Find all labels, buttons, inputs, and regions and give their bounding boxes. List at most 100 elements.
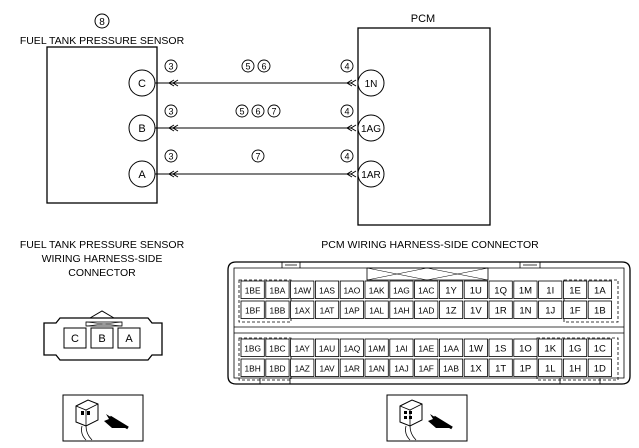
pcm-terminal: 1R (488, 300, 513, 319)
pcm-terminal-cell (314, 338, 340, 357)
pcm-terminal-label: 1AJ (394, 364, 408, 374)
pcm-terminal: 1BF (240, 300, 265, 319)
sensor-connector-caption: FUEL TANK PRESSURE SENSOR WIRING HARNESS… (20, 239, 185, 279)
wire-b-1ag: 3 4 5 6 7 (155, 104, 357, 132)
pcm-terminal-cell (488, 338, 513, 357)
pcm-terminal-label: 1C (594, 344, 606, 355)
pcm-terminal-label: 1AR (344, 364, 360, 374)
pcm-terminal: 1AU (314, 338, 340, 357)
pcm-terminal-label: 1Z (446, 306, 457, 317)
pcm-terminal-cell (463, 338, 488, 357)
pcm-terminal-label: 1W (469, 344, 483, 355)
pcm-pin-label: 1AG (361, 124, 381, 135)
pcm-terminal-cell (339, 358, 364, 377)
pcm-terminal-label: 1H (569, 364, 581, 375)
pcm-terminal: 1W (463, 338, 488, 357)
pcm-terminal: 1AY (290, 338, 315, 357)
pcm-terminal-cell (265, 338, 290, 357)
pcm-terminal-cell (463, 300, 488, 319)
pcm-terminal-cell (240, 338, 265, 357)
pcm-terminal: 1AB (438, 358, 464, 377)
pcm-terminal-cell (414, 338, 439, 357)
pcm-terminal-label: 1AP (344, 306, 360, 316)
pcm-terminal: 1AO (339, 280, 364, 299)
pcm-terminal-cell (240, 300, 265, 319)
pcm-terminal: 1G (563, 338, 588, 357)
pcm-terminal-cell (389, 358, 414, 377)
pcm-terminal: 1AR (339, 358, 364, 377)
pcm-terminal: 1AM (364, 338, 389, 357)
pcm-terminal-label: 1BE (245, 286, 261, 296)
pcm-terminal-label: 1AX (294, 306, 310, 316)
pcm-terminal: 1I (538, 280, 563, 299)
pcm-terminal: 1F (563, 300, 588, 319)
pcm-terminal-cell (265, 280, 290, 299)
pcm-terminal-label: 1Y (445, 286, 457, 297)
pcm-terminal: 1BC (265, 338, 290, 357)
pcm-terminal: 1AP (339, 300, 364, 319)
pcm-terminal-label: 1M (519, 286, 532, 297)
pcm-pin-label: 1AR (361, 170, 380, 181)
pcm-terminal-label: 1AE (418, 344, 434, 354)
sensor-connector-pin: B (98, 333, 105, 345)
pcm-terminal-cell (563, 338, 588, 357)
pcm-pin-1ag: 1AG (357, 114, 385, 142)
pcm-terminal-cell (438, 300, 464, 319)
pcm-terminal-cell (364, 338, 389, 357)
pcm-terminal: 1BE (240, 280, 265, 299)
pcm-terminal-cell (265, 300, 290, 319)
pcm-pin-1n: 1N (357, 69, 385, 97)
wire-right-ref: 4 (344, 107, 349, 117)
pcm-terminal-cell (290, 300, 315, 319)
pcm-pin-1ar: 1AR (357, 160, 385, 188)
wire-c-1n: 3 4 5 6 (155, 59, 357, 87)
pcm-terminal-cell (563, 300, 588, 319)
pcm-terminal-label: 1BD (269, 364, 285, 374)
pcm-terminal: 1AL (364, 300, 389, 319)
pcm-terminal: 1AA (438, 338, 464, 357)
pcm-terminal-label: 1F (570, 306, 581, 317)
pcm-terminal-label: 1E (569, 286, 581, 297)
pcm-terminal-label: 1AH (393, 306, 409, 316)
pcm-connector-caption: PCM WIRING HARNESS-SIDE CONNECTOR (321, 239, 539, 251)
pcm-terminal-cell (587, 300, 612, 319)
pcm-terminal-cell (513, 300, 538, 319)
pcm-pin-label: 1N (365, 79, 378, 90)
pcm-terminal-cell (339, 300, 364, 319)
pcm-terminal-label: 1J (545, 306, 555, 317)
pcm-terminal-cell (314, 358, 340, 377)
sensor-pin-label: B (138, 123, 145, 135)
pcm-terminal-cell (587, 358, 612, 377)
pcm-terminal-label: 1T (495, 364, 506, 375)
pcm-terminal: 1P (513, 358, 538, 377)
pcm-terminal-cell (389, 338, 414, 357)
pcm-terminal-label: 1AN (369, 364, 385, 374)
pcm-terminal: 1AQ (339, 338, 364, 357)
pcm-terminal-cell (314, 300, 340, 319)
wire-right-ref: 4 (344, 152, 349, 162)
connector-arrow-icon (168, 170, 179, 178)
pcm-terminal-label: 1AD (418, 306, 434, 316)
wire-left-ref: 3 (168, 62, 173, 72)
wire-right-ref: 4 (344, 62, 349, 72)
pcm-terminal-label: 1AY (295, 344, 311, 354)
pcm-terminal-label: 1AI (395, 344, 408, 354)
wire-a-1ar: 3 4 7 (155, 149, 357, 178)
pcm-terminal: 1Q (488, 280, 513, 299)
pcm-terminal-cell (414, 280, 439, 299)
pcm-terminal: 1BH (240, 358, 265, 377)
wire-note: 7 (255, 152, 260, 162)
connector-arrow-icon (346, 124, 357, 132)
pcm-terminal-label: 1AB (443, 364, 459, 374)
sensor-header: 8 FUEL TANK PRESSURE SENSOR (20, 13, 185, 47)
pcm-terminal: 1AT (314, 300, 340, 319)
pcm-terminal-cell (339, 338, 364, 357)
wire-left-ref: 3 (168, 107, 173, 117)
sensor-box (46, 46, 158, 204)
pcm-terminal-label: 1R (495, 306, 507, 317)
pcm-terminal-cell (587, 280, 612, 299)
pcm-terminal: 1L (538, 358, 563, 377)
pcm-terminal-cell (488, 300, 513, 319)
pcm-terminal: 1AH (389, 300, 414, 319)
